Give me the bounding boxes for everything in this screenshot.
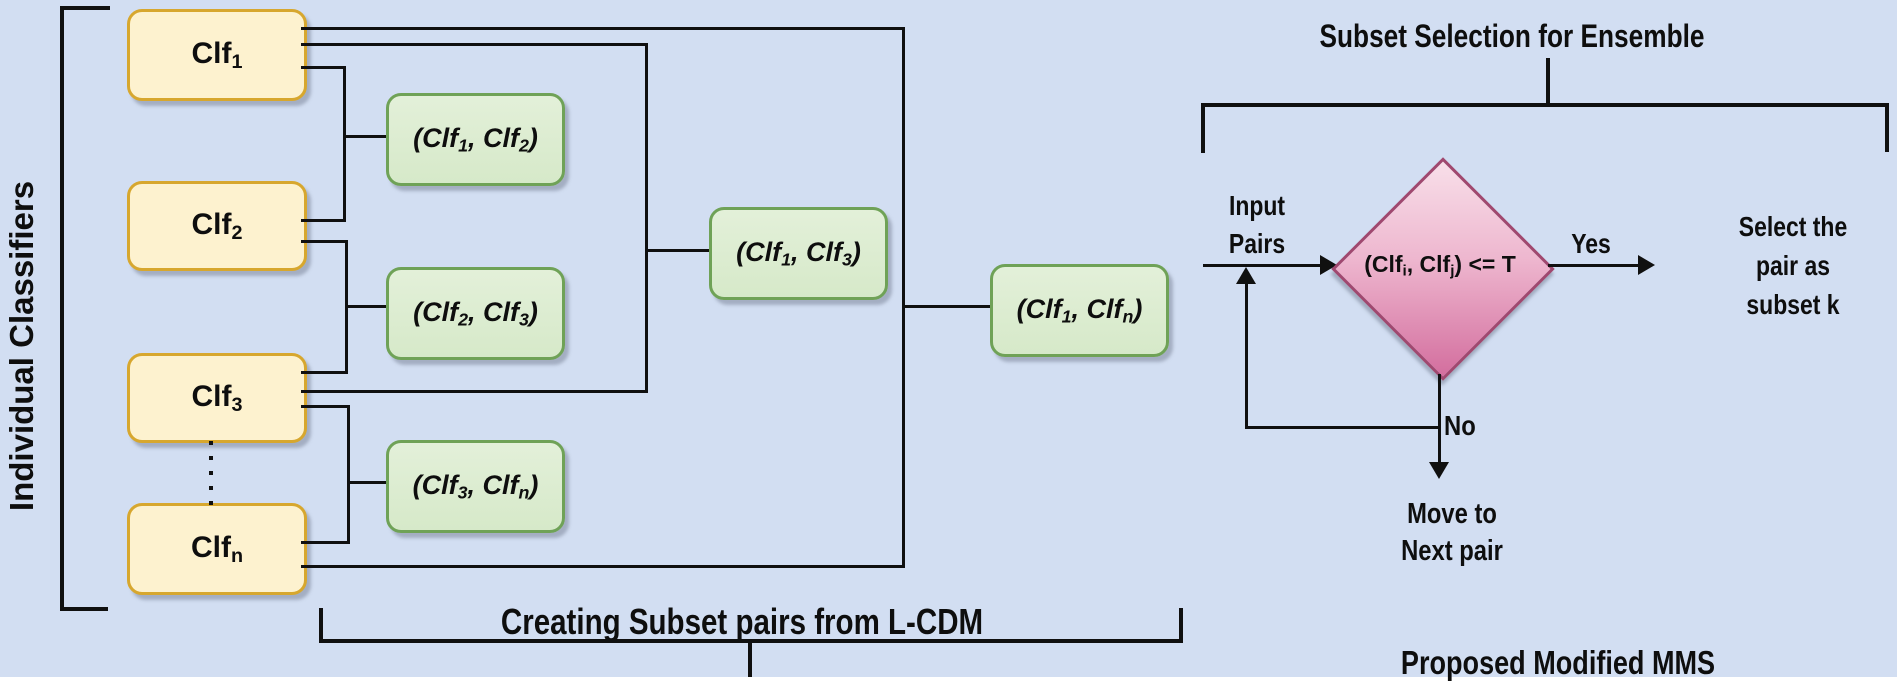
- no-label: No: [1444, 410, 1476, 441]
- connector-line: [347, 405, 350, 544]
- classifier-box-clf1: Clf1: [127, 9, 307, 101]
- connector-line: [301, 405, 349, 408]
- left-bracket-bottom-tick: [60, 607, 108, 611]
- connector-line: [301, 66, 346, 69]
- decision-label: (Clfi, Clfj) <= T: [1364, 251, 1516, 280]
- classifier-box-clfn: Clfn: [127, 503, 307, 595]
- diamond-tail-line: [1438, 374, 1441, 429]
- title-subset-selection: Subset Selection for Ensemble: [1319, 18, 1705, 54]
- yes-arrowhead-icon: [1638, 255, 1655, 275]
- pair-label: (Clf2, Clf3): [413, 296, 538, 330]
- bottom-bracket-center-tick: [748, 639, 752, 677]
- loop-vertical-line: [1245, 283, 1248, 429]
- connector-line: [645, 43, 648, 393]
- pair-box-clf1-clf3: (Clf1, Clf3): [709, 207, 888, 300]
- pair-box-clf1-clfn: (Clf1, Clfn): [990, 264, 1169, 357]
- left-bracket-vertical: [60, 6, 64, 611]
- pair-box-clf3-clfn: (Clf3, Clfn): [386, 440, 565, 533]
- connector-line: [301, 240, 348, 243]
- classifier-box-clf3: Clf3: [127, 353, 307, 443]
- yes-arrow-line: [1548, 264, 1640, 267]
- connector-line: [301, 565, 905, 568]
- connector-line: [301, 541, 349, 544]
- select-pair-line1: Select the: [1738, 211, 1848, 242]
- bottom-bracket-left-tick: [319, 608, 323, 643]
- caption-proposed-modified-mms: Proposed Modified MMS: [1400, 644, 1716, 681]
- move-next-pair-label: Move to Next pair: [1401, 496, 1503, 570]
- pair-box-clf2-clf3: (Clf2, Clf3): [386, 267, 565, 360]
- connector-line: [343, 66, 346, 222]
- caption-creating-subset-pairs: Creating Subset pairs from L-CDM: [500, 601, 984, 642]
- top-bracket-center-tick: [1546, 58, 1550, 107]
- select-pair-line3: subset k: [1746, 289, 1840, 320]
- pair-label: (Clf1, Clf2): [413, 122, 538, 156]
- pair-box-clf1-clf2: (Clf1, Clf2): [386, 93, 565, 186]
- connector-line: [301, 371, 348, 374]
- input-pairs-label: Input Pairs: [1229, 187, 1285, 263]
- left-bracket-top-tick: [60, 6, 110, 10]
- move-next-line2: Next pair: [1401, 535, 1503, 567]
- ellipsis-dotted-connector: [209, 441, 213, 505]
- connector-line: [347, 481, 386, 484]
- top-bracket-horizontal: [1201, 103, 1889, 107]
- top-bracket-left-tick: [1201, 103, 1205, 153]
- connector-line: [645, 249, 709, 252]
- input-pairs-line2: Pairs: [1228, 228, 1286, 259]
- classifier-label: Clf2: [191, 207, 243, 244]
- classifier-label: Clfn: [190, 530, 244, 567]
- pair-label: (Clf1, Clfn): [1016, 293, 1143, 327]
- bottom-bracket-right-tick: [1179, 608, 1183, 643]
- side-label-individual-classifiers: Individual Classifiers: [3, 180, 40, 512]
- loop-horizontal-line: [1245, 426, 1441, 429]
- top-bracket-right-tick: [1885, 103, 1889, 152]
- classifier-box-clf2: Clf2: [127, 181, 307, 271]
- connector-line: [301, 27, 903, 30]
- select-pair-line2: pair as: [1755, 250, 1831, 281]
- loop-arrowhead-icon: [1236, 267, 1256, 284]
- move-next-line1: Move to: [1407, 498, 1497, 530]
- pair-label: (Clf3, Clfn): [412, 469, 539, 503]
- pair-label: (Clf1, Clf3): [736, 236, 861, 270]
- classifier-label: Clf1: [191, 36, 243, 73]
- connector-line: [301, 390, 647, 393]
- connector-line: [301, 219, 346, 222]
- connector-line: [903, 305, 990, 308]
- select-pair-label: Select the pair as subset k: [1739, 207, 1847, 324]
- yes-label: Yes: [1571, 228, 1611, 259]
- connector-line: [345, 305, 386, 308]
- input-pairs-line1: Input: [1228, 190, 1286, 221]
- no-arrowhead-icon: [1429, 462, 1449, 479]
- input-arrow-line: [1203, 264, 1323, 267]
- no-branch-line: [1438, 426, 1441, 464]
- classifier-label: Clf3: [191, 379, 243, 416]
- connector-line: [902, 27, 905, 568]
- connector-line: [301, 43, 647, 46]
- connector-line: [344, 135, 386, 138]
